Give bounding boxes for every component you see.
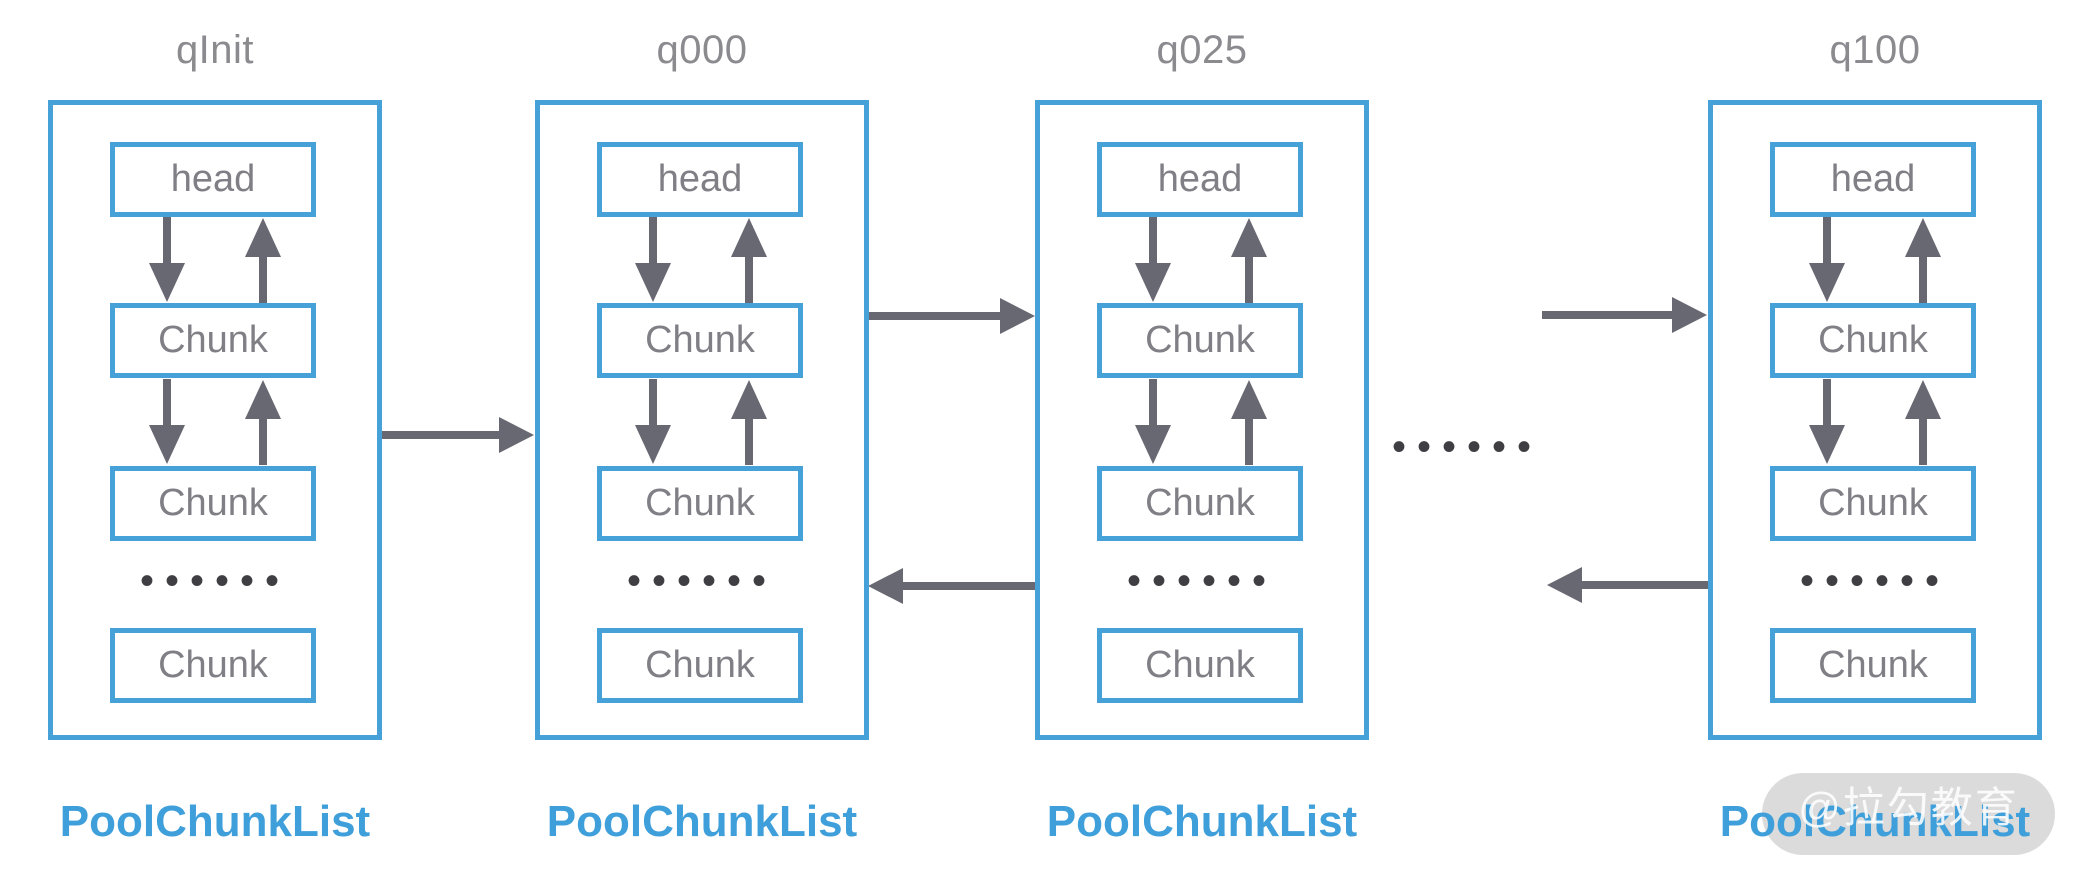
- head-node: head: [110, 142, 316, 217]
- chunk-node: Chunk: [1770, 628, 1976, 703]
- arrow-from-q100: [1547, 567, 1709, 603]
- column-q100: q100 head Chunk Chunk •••••• Chunk PoolC…: [1708, 0, 2042, 882]
- watermark-pill: [1762, 773, 2055, 855]
- chunk-node: Chunk: [1770, 466, 1976, 541]
- pool-chunk-list-label: PoolChunkList: [546, 797, 858, 846]
- chunk-node: Chunk: [1097, 466, 1303, 541]
- chunk-node: Chunk: [110, 466, 316, 541]
- chunk-node: Chunk: [597, 628, 803, 703]
- head-node: head: [1770, 142, 1976, 217]
- pool-chunk-list-label: PoolChunkList: [1719, 797, 2031, 846]
- ellipsis-dots: ••••••: [626, 559, 778, 603]
- column-qinit: qInit head Chunk Chunk •••••• Chunk Pool…: [48, 0, 382, 882]
- chunk-node: Chunk: [1770, 303, 1976, 378]
- pool-chunk-list-label: PoolChunkList: [59, 797, 371, 846]
- ellipsis-between-columns: ••••••: [1392, 425, 1543, 469]
- chunk-node: Chunk: [597, 466, 803, 541]
- pool-chunk-list-box: head Chunk Chunk •••••• Chunk: [535, 100, 869, 740]
- arrow-to-q100: [1542, 297, 1707, 333]
- arrow-qinit-to-q000: [381, 417, 534, 453]
- chunk-node: Chunk: [1097, 628, 1303, 703]
- queue-title: qInit: [175, 28, 255, 72]
- ellipsis-dots: ••••••: [1799, 559, 1951, 603]
- pool-chunk-list-box: head Chunk Chunk •••••• Chunk: [48, 100, 382, 740]
- pool-chunk-list-box: head Chunk Chunk •••••• Chunk: [1708, 100, 2042, 740]
- arrow-q025-to-q000: [868, 568, 1036, 604]
- arrow-q000-to-q025: [868, 298, 1035, 334]
- column-q000: q000 head Chunk Chunk •••••• Chunk PoolC…: [535, 0, 869, 882]
- chunk-node: Chunk: [597, 303, 803, 378]
- head-node: head: [1097, 142, 1303, 217]
- ellipsis-dots: ••••••: [1126, 559, 1278, 603]
- queue-title: q025: [1156, 28, 1248, 72]
- watermark-text: @拉勾教育: [1798, 784, 2019, 831]
- pool-chunk-list-box: head Chunk Chunk •••••• Chunk: [1035, 100, 1369, 740]
- queue-title: q100: [1829, 28, 1921, 72]
- column-q025: q025 head Chunk Chunk •••••• Chunk PoolC…: [1035, 0, 1369, 882]
- queue-title: q000: [656, 28, 748, 72]
- head-node: head: [597, 142, 803, 217]
- pool-chunk-list-label: PoolChunkList: [1046, 797, 1358, 846]
- chunk-node: Chunk: [1097, 303, 1303, 378]
- chunk-node: Chunk: [110, 628, 316, 703]
- ellipsis-dots: ••••••: [139, 559, 291, 603]
- chunk-node: Chunk: [110, 303, 316, 378]
